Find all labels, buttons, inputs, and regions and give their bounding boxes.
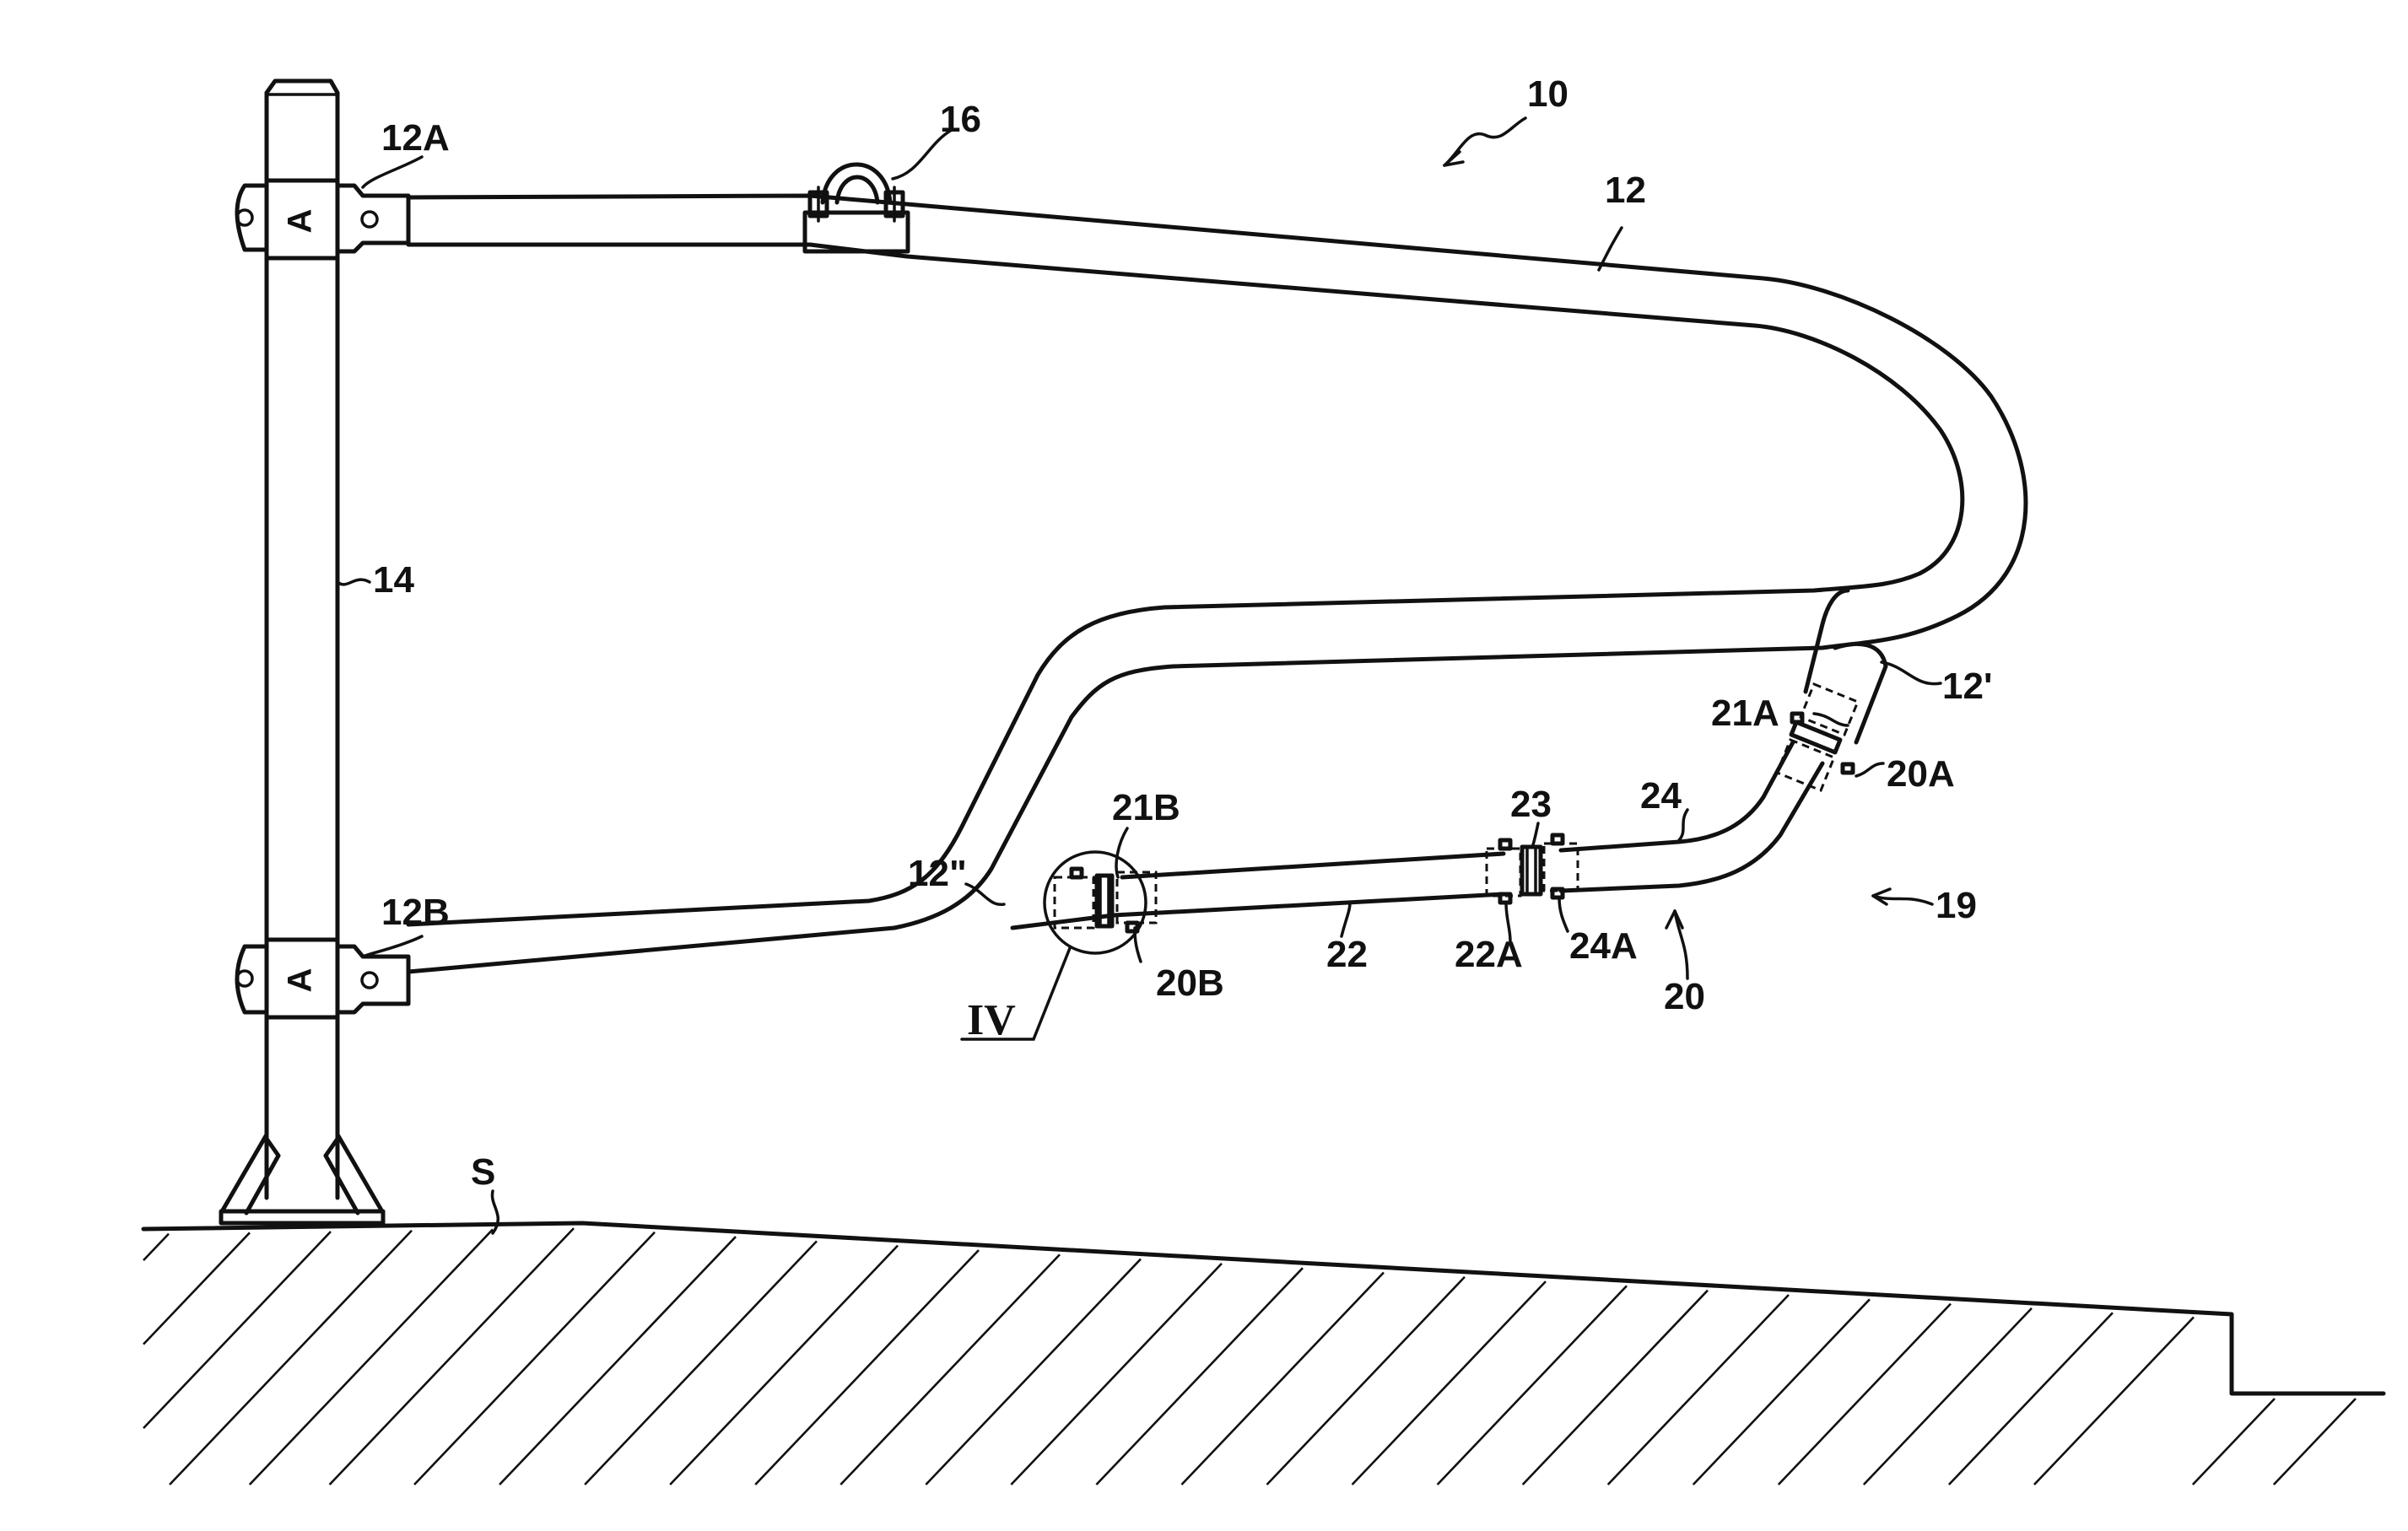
label-ground: S — [471, 1151, 495, 1193]
label-kit: 19 — [1936, 885, 1977, 926]
ground-hatching — [143, 1228, 2356, 1485]
label-joint: 23 — [1510, 784, 1552, 825]
label-post: 14 — [373, 559, 414, 601]
hatch-line — [1181, 1272, 1384, 1485]
label-connector-end-a: 20A — [1887, 753, 1955, 795]
label-rail-end-double-prime: 12" — [908, 853, 967, 894]
label-detail-ref: IV — [967, 996, 1016, 1044]
hatch-line — [670, 1246, 898, 1485]
hatch-line — [1608, 1295, 1789, 1485]
hatch-line — [585, 1241, 817, 1485]
hatch-line — [143, 1232, 250, 1344]
label-assembly: 10 — [1527, 73, 1568, 115]
label-tube-right-end: 24A — [1569, 925, 1638, 967]
label-connector: 20 — [1664, 976, 1705, 1017]
hatch-line — [1949, 1313, 2113, 1485]
post-mark-top: A — [282, 209, 319, 234]
label-connector-end-b: 20B — [1156, 962, 1224, 1004]
hatch-line — [840, 1254, 1060, 1485]
post-fitting-top — [237, 181, 408, 258]
hatch-line — [170, 1231, 412, 1485]
label-rail-end-bottom: 12B — [381, 892, 450, 933]
hatch-line — [1096, 1268, 1303, 1485]
connector-tube — [1012, 742, 1822, 928]
hatch-line — [1011, 1264, 1222, 1485]
hatch-line — [1693, 1299, 1870, 1485]
label-sleeve-b: 21B — [1112, 787, 1180, 828]
label-sleeve-a: 21A — [1711, 693, 1779, 734]
hatch-line — [1352, 1281, 1546, 1485]
hatch-line — [1864, 1308, 2032, 1485]
hatch-line — [2274, 1399, 2356, 1485]
hatch-line — [1523, 1291, 1708, 1485]
label-tube-left-end: 22A — [1455, 934, 1523, 975]
label-rail-end-top: 12A — [381, 117, 450, 159]
label-tube-right: 24 — [1640, 775, 1682, 817]
hatch-line — [2193, 1399, 2275, 1485]
label-tube-left: 22 — [1326, 934, 1368, 975]
hatch-line — [143, 1234, 169, 1261]
hatch-line — [2034, 1318, 2194, 1485]
hatch-line — [1267, 1277, 1465, 1485]
label-rail-end-prime: 12' — [1942, 666, 1992, 707]
hatch-line — [1438, 1286, 1627, 1485]
post — [221, 81, 383, 1223]
hatch-line — [1779, 1304, 1951, 1485]
post-mark-bottom: A — [282, 968, 319, 993]
hatch-line — [250, 1229, 493, 1485]
hatch-line — [499, 1237, 736, 1485]
leader-lines — [337, 118, 1941, 1233]
label-rail: 12 — [1605, 170, 1646, 211]
hatch-line — [926, 1259, 1141, 1485]
hatch-line — [143, 1232, 331, 1428]
label-clamp: 16 — [940, 99, 981, 140]
rail-tube — [408, 196, 2026, 972]
hatch-line — [755, 1250, 979, 1485]
